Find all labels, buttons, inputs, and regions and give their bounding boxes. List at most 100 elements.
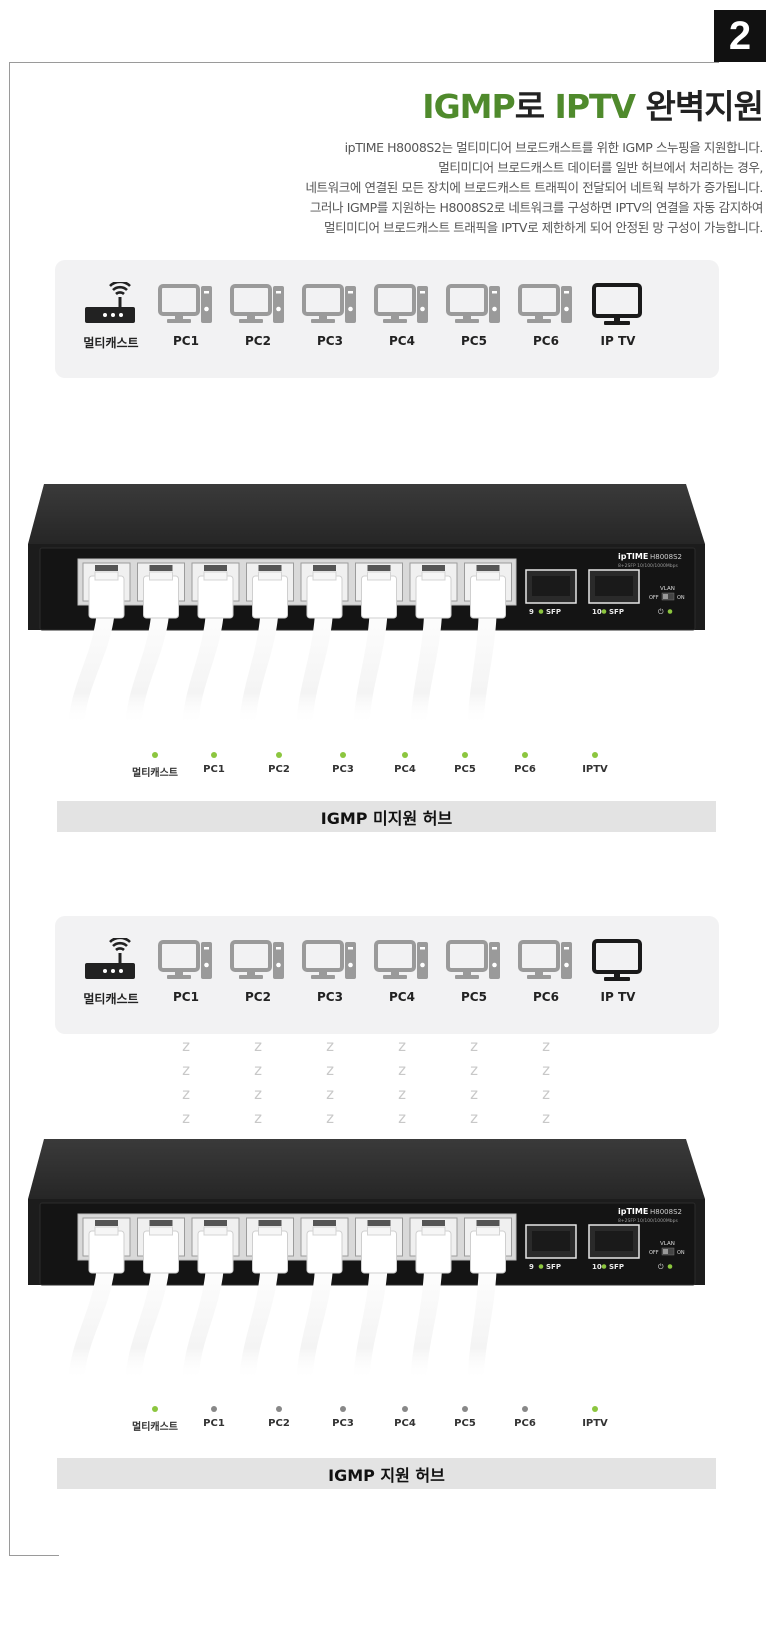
device-pc6: PC6 [508, 938, 584, 1004]
rj45-plug [143, 575, 179, 619]
port-latch-slot [204, 565, 227, 571]
device-label: IP TV [600, 334, 636, 348]
vlan-label: VLAN [660, 1241, 675, 1247]
switch-top-surface [28, 484, 705, 544]
z-mark: z [470, 1061, 478, 1079]
port-latch-slot [422, 565, 445, 571]
ethernet-cable [182, 1253, 225, 1380]
title-support: 완벽지원 [635, 87, 764, 126]
description-line: 멀티미디어 브로드캐스트 데이터를 일반 허브에서 처리하는 경우, [438, 160, 763, 175]
port-label-iptv: IPTV [560, 752, 630, 775]
rj45-plug [88, 575, 125, 619]
ethernet-cable [68, 598, 116, 725]
port-latch-slot [149, 565, 173, 571]
sfp-label: SFP [546, 608, 561, 616]
port-label-text: 멀티캐스트 [132, 1422, 178, 1433]
rj45-plug-tip [476, 1226, 500, 1236]
status-dot [462, 1406, 468, 1412]
z-mark: z [398, 1061, 406, 1079]
port-label-pc1: PC1 [179, 752, 249, 775]
vlan-off-label: OFF [649, 595, 659, 601]
ethernet-cable [296, 1253, 334, 1380]
pc-icon [230, 940, 284, 979]
port-label-text: PC2 [268, 764, 290, 775]
port-label-text: IPTV [582, 1418, 608, 1429]
switch-spec: 8+2SFP 10/100/1000Mbps [618, 563, 678, 569]
pc-icon [158, 284, 212, 323]
device-label: PC5 [461, 990, 487, 1004]
switch-spec: 8+2SFP 10/100/1000Mbps [618, 1218, 678, 1224]
sfp-led [538, 609, 544, 614]
port-label-pc4: PC4 [370, 752, 440, 775]
device-panel-top: 멀티캐스트 PC1 PC2 PC3 PC4 PC5 [55, 260, 719, 378]
sfp-led [538, 1264, 544, 1269]
router-icon [85, 938, 135, 979]
device-label: PC1 [173, 334, 199, 348]
port-label-pc1: PC1 [179, 1406, 249, 1429]
device-pc6: PC6 [508, 282, 584, 348]
status-dot [276, 752, 282, 758]
sfp-slot-inner [532, 576, 570, 596]
status-dot [276, 1406, 282, 1412]
vlan-off-label: OFF [649, 1250, 659, 1256]
z-mark: z [182, 1061, 190, 1079]
z-mark: z [254, 1061, 262, 1079]
ethernet-cable [239, 1253, 279, 1380]
device-pc1: PC1 [148, 938, 224, 1004]
rj45-plug-tip [312, 1226, 337, 1236]
section-number-badge: 2 [714, 10, 766, 62]
z-mark: z [254, 1109, 262, 1127]
rj45-plug-tip [94, 571, 119, 581]
port-label-iptv: IPTV [560, 1406, 630, 1429]
vlan-on-label: ON [677, 595, 685, 601]
z-mark: z [182, 1085, 190, 1103]
z-mark: z [182, 1037, 190, 1055]
frame-line-bottom [9, 1555, 59, 1556]
port-label-text: PC3 [332, 764, 354, 775]
rj45-plug [415, 575, 452, 619]
port-label-text: PC1 [203, 1418, 225, 1429]
port-latch-slot [95, 565, 118, 571]
port-label-text: 멀티캐스트 [132, 768, 178, 779]
port-label-pc2: PC2 [244, 752, 314, 775]
port-latch-slot [258, 1220, 282, 1226]
description-line: ipTIME H8008S2는 멀티미디어 브로드캐스트를 위한 IGMP 스누… [344, 140, 764, 155]
pc-icon [374, 284, 428, 323]
port-label-multicast: 멀티캐스트 [120, 752, 190, 779]
vlan-on-label: ON [677, 1250, 685, 1256]
z-mark: z [326, 1061, 334, 1079]
sfp-slot-inner [532, 1231, 570, 1251]
device-label: 멀티캐스트 [83, 336, 139, 350]
device-pc4: PC4 [364, 282, 440, 348]
status-dot [462, 752, 468, 758]
status-dot [592, 752, 598, 758]
rj45-plug [197, 1230, 234, 1274]
device-panel-bottom: 멀티캐스트 PC1 PC2 PC3 PC4 PC5 [55, 916, 719, 1034]
device-label: PC4 [389, 990, 415, 1004]
sfp-port-number: 10 [592, 608, 602, 616]
port-latch-slot [149, 1220, 173, 1226]
device-label: PC1 [173, 990, 199, 1004]
title-ro: 로 [514, 87, 555, 126]
status-dot [211, 752, 217, 758]
rj45-plug-tip [149, 571, 173, 581]
z-mark: z [326, 1037, 334, 1055]
z-mark: z [542, 1085, 550, 1103]
port-latch-slot [422, 1220, 445, 1226]
vlan-label: VLAN [660, 586, 675, 592]
z-mark: z [398, 1109, 406, 1127]
port-latch-slot [313, 565, 336, 571]
rj45-plug-tip [149, 1226, 173, 1236]
port-label-pc3: PC3 [308, 1406, 378, 1429]
rj45-plug-tip [203, 1226, 228, 1236]
pc-icon [302, 284, 356, 323]
sfp-led [601, 609, 607, 614]
status-dot [402, 752, 408, 758]
rj45-plug-tip [476, 571, 500, 581]
rj45-plug [361, 1230, 397, 1274]
status-dot [522, 1406, 528, 1412]
switch-brand: ipTIME [618, 1207, 648, 1216]
router-icon [85, 282, 135, 323]
